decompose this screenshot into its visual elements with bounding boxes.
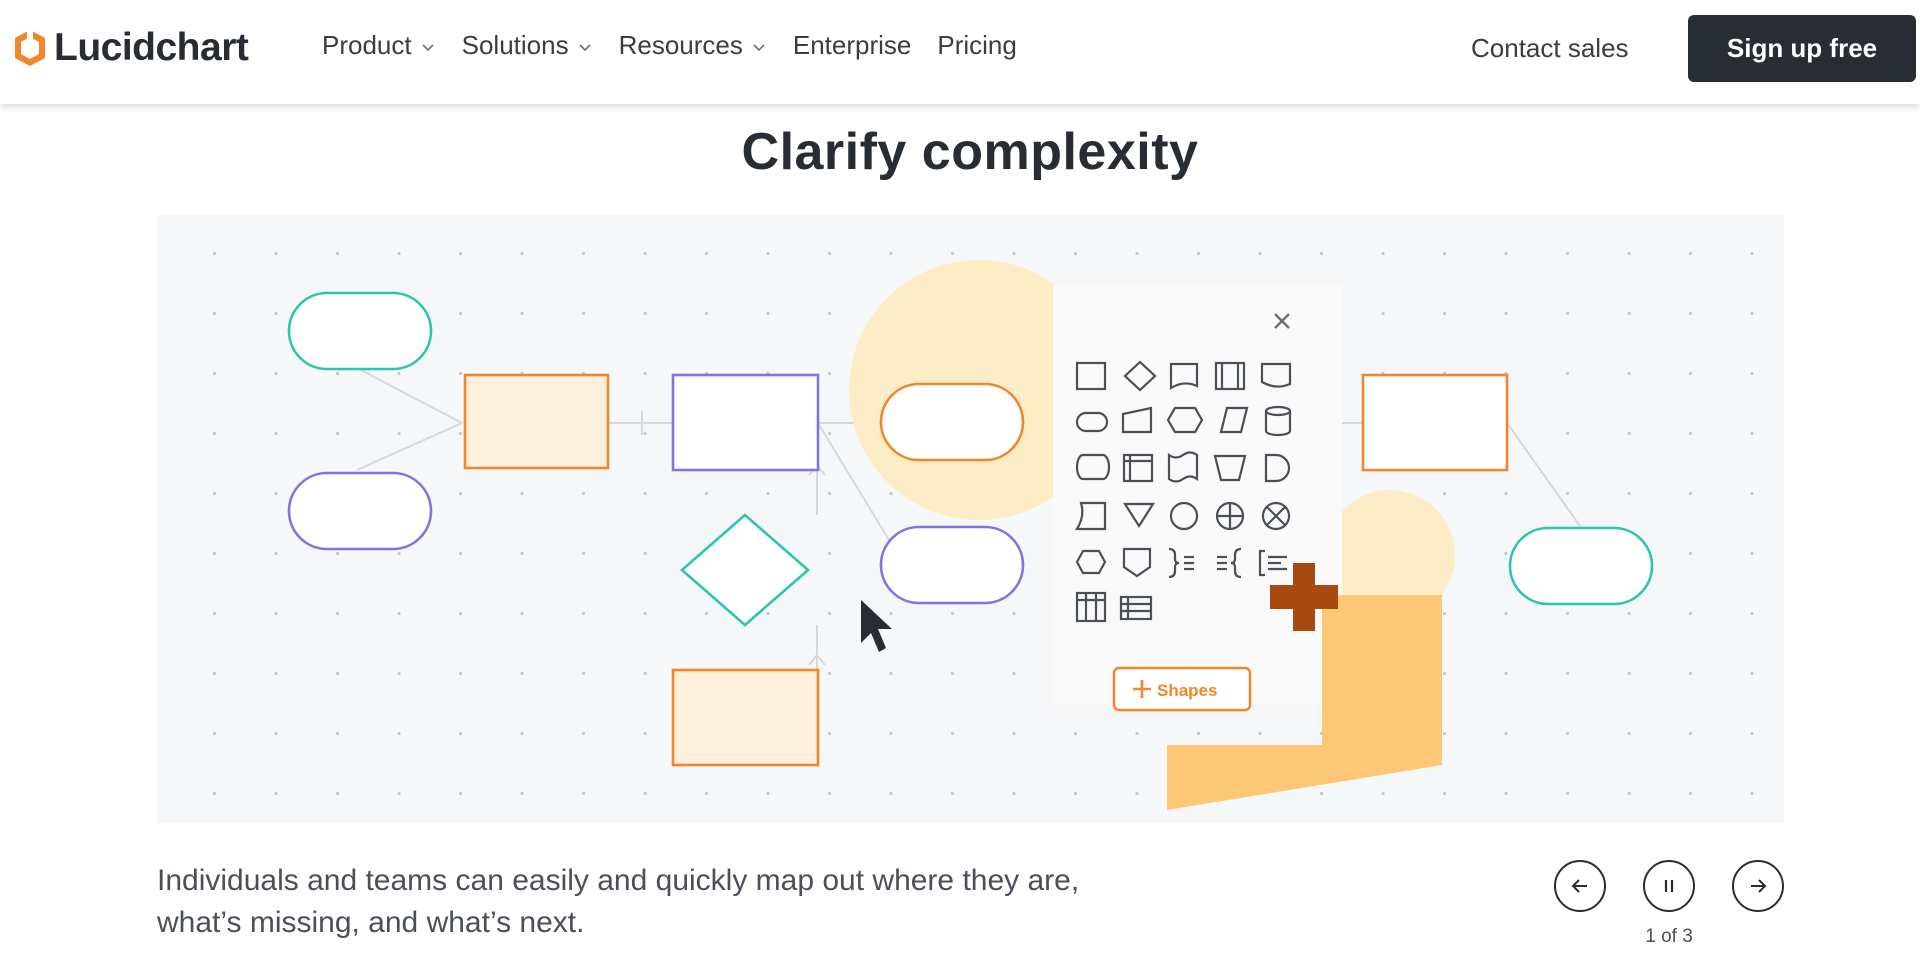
table-shape-icon[interactable]	[1075, 591, 1107, 623]
card-shape-icon[interactable]	[1075, 501, 1107, 531]
nav-solutions[interactable]: Solutions	[462, 30, 593, 61]
annotation-shape-icon[interactable]	[1258, 549, 1265, 577]
diagram-canvas: Shapes	[157, 215, 1784, 823]
cursor-icon	[861, 600, 892, 652]
terminator-shape-icon[interactable]	[1075, 411, 1109, 433]
chevron-down-icon	[422, 43, 434, 51]
rectangle-shape-icon[interactable]	[1075, 361, 1107, 391]
nav-resources-label: Resources	[618, 30, 743, 60]
carousel-prev-button[interactable]	[1554, 860, 1606, 912]
off-page-shape-icon[interactable]	[1122, 547, 1152, 578]
arrow-right-icon	[1751, 879, 1767, 893]
terminator-shape-teal	[287, 291, 433, 371]
shapes-button-label: Shapes	[1157, 681, 1217, 700]
brace-right-shape-icon[interactable]	[1168, 547, 1180, 579]
decor-block	[1167, 595, 1442, 810]
nav-enterprise[interactable]: Enterprise	[793, 30, 912, 61]
chevron-down-icon	[753, 43, 765, 51]
logo-text: Lucidchart	[54, 26, 249, 69]
circle-shape-icon[interactable]	[1169, 501, 1199, 531]
nav-product-label: Product	[322, 30, 412, 60]
carousel-next-button[interactable]	[1732, 860, 1784, 912]
lucidchart-logo[interactable]: Lucidchart	[12, 22, 249, 74]
decor-circle-small	[1325, 490, 1455, 620]
summing-junction-shape-icon[interactable]	[1261, 501, 1291, 531]
terminator-shape-orange	[879, 382, 1025, 462]
list-shape-icon[interactable]	[1119, 595, 1153, 621]
shape-library-icons[interactable]	[1075, 360, 1292, 623]
stored-data-shape-icon[interactable]	[1075, 453, 1111, 481]
process-box-orange-bottom	[671, 668, 820, 767]
hero-title: Clarify complexity	[741, 123, 1199, 181]
document-shape-icon[interactable]	[1169, 362, 1199, 390]
terminator-shape-teal-right	[1508, 526, 1654, 606]
process-shape-icon[interactable]	[1214, 361, 1246, 391]
terminator-shape-purple-2	[879, 525, 1025, 605]
arrow-left-icon	[1571, 879, 1587, 893]
process-box-purple	[671, 373, 820, 472]
database-shape-icon[interactable]	[1264, 405, 1292, 437]
terminator-shape-purple	[287, 471, 433, 551]
nav-pricing-label: Pricing	[937, 30, 1017, 60]
process-box-orange	[463, 373, 610, 470]
process-box-orange-right	[1361, 373, 1509, 472]
shapes-panel	[1053, 285, 1342, 705]
manual-operation-shape-icon[interactable]	[1213, 454, 1247, 482]
decision-diamond	[680, 513, 810, 627]
carousel-pause-button[interactable]	[1643, 860, 1695, 912]
brace-left-shape-icon[interactable]	[1230, 547, 1242, 579]
preparation-shape-icon[interactable]	[1075, 549, 1107, 575]
nav-solutions-label: Solutions	[461, 30, 569, 60]
close-icon[interactable]	[1274, 313, 1290, 329]
caption-line-2: what’s missing, and what’s next.	[157, 906, 585, 939]
wave-shape-icon[interactable]	[1260, 362, 1292, 388]
sign-up-button[interactable]: Sign up free	[1688, 15, 1916, 82]
plus-icon	[1270, 563, 1338, 631]
nav-enterprise-label: Enterprise	[792, 30, 912, 60]
add-shapes-button[interactable]: Shapes	[1112, 666, 1252, 712]
internal-storage-shape-icon[interactable]	[1122, 453, 1154, 483]
carousel-counter: 1 of 3	[1645, 926, 1693, 947]
diamond-shape-icon[interactable]	[1123, 360, 1157, 392]
parallelogram-shape-icon[interactable]	[1219, 406, 1249, 434]
contact-sales-link[interactable]: Contact sales	[1471, 33, 1629, 63]
diagram-illustration: Shapes	[157, 215, 1784, 823]
nav-product[interactable]: Product	[322, 30, 436, 61]
nav-resources[interactable]: Resources	[619, 30, 767, 61]
chevron-down-icon	[579, 43, 591, 51]
site-header: Lucidchart Product Solutions Resources E…	[0, 0, 1920, 104]
merge-shape-icon[interactable]	[1122, 502, 1156, 529]
main-nav: Product Solutions Resources Enterprise P…	[322, 30, 1043, 61]
delay-shape-icon[interactable]	[1264, 453, 1291, 483]
hexagon-shape-icon[interactable]	[1166, 406, 1204, 434]
tape-shape-icon[interactable]	[1167, 451, 1199, 483]
hero-caption: Individuals and teams can easily and qui…	[157, 860, 1257, 944]
manual-input-shape-icon[interactable]	[1121, 406, 1153, 434]
lucidchart-logo-icon	[15, 30, 45, 66]
pause-icon	[1664, 880, 1674, 892]
nav-pricing[interactable]: Pricing	[937, 30, 1016, 61]
caption-line-1: Individuals and teams can easily and qui…	[157, 864, 1080, 897]
